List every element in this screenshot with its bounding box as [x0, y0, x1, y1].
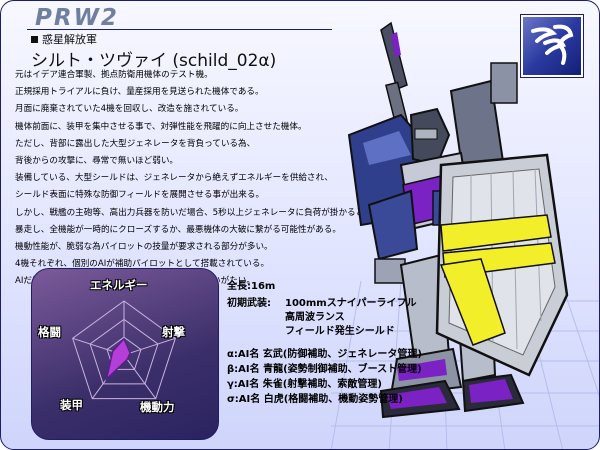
- stat-label-mobility: 機動力: [140, 400, 175, 414]
- stat-radar-panel: エネルギー 射撃 機動力 装甲 格闘: [31, 268, 219, 440]
- stat-radar-area: [105, 337, 131, 382]
- radar-ring: [106, 336, 142, 370]
- spec-weapon: 100mmスナイパーライフル: [285, 298, 417, 309]
- description-line: シールド表面に特殊な防御フィールドを展開させる事が出来る。: [15, 190, 265, 201]
- spec-ai: γ:AI名 朱雀(射撃補助、索敵管理): [227, 379, 382, 390]
- description-line: 機動性能が、脆弱な為パイロットの技量が要求される部分が多い。: [15, 242, 273, 253]
- description-line: 4機それぞれ、個別のAIが補助パイロットとして搭載されている。: [15, 259, 270, 270]
- spec-weapon: フィールド発生シールド: [285, 326, 395, 337]
- radar-ring: [72, 300, 176, 400]
- description-line: 正規採用トライアルに負け、量産採用を見送られた機体である。: [15, 87, 264, 98]
- description-line: 機体前面に、装甲を集中させる事で、対弾性能を飛躍的に向上させた機体。: [15, 121, 307, 132]
- spec-weapon: 高周波ランス: [285, 312, 345, 323]
- radar-ring: [89, 318, 159, 385]
- square-bullet-icon: [31, 36, 38, 43]
- description-line: しかし、戦艦の主砲等、高出力兵器を防いだ場合、5秒以上ジェネレータに負荷が掛かる…: [15, 207, 373, 218]
- unit-name: シルト・ツヴァイ (schild_02α): [31, 51, 277, 71]
- spec-ai: β:AI名 青龍(姿勢制御補助、ブースト管理): [227, 364, 422, 375]
- spec-ai: α:AI名 玄武(防御補助、ジェネレータ管理): [227, 349, 422, 360]
- spec-weapons-label: 初期武装:: [227, 298, 271, 309]
- page-title: PRW2: [35, 5, 119, 31]
- description-line: 元はイデア連合軍製、拠点防衛用機体のテスト機。: [15, 70, 213, 80]
- description: 元はイデア連合軍製、拠点防衛用機体のテスト機。 正規採用トライアルに負け、量産採…: [15, 67, 373, 291]
- emblem-icon: [520, 14, 584, 78]
- mech-illustration: [347, 21, 569, 419]
- description-line: 月面に廃棄されていた4機を回収し、改造を施されている。: [15, 104, 244, 115]
- stat-label-energy: エネルギー: [90, 278, 148, 292]
- description-line: 暴走し、全機能が一時的にクローズするか、最悪機体の大破に繋がる可能性がある。: [15, 224, 341, 235]
- stat-radar-chart: [72, 300, 176, 400]
- radar-spoke: [123, 354, 157, 399]
- faction-label: 惑星解放軍: [31, 31, 97, 47]
- stat-label-shooting: 射撃: [162, 325, 185, 339]
- description-line: 背後からの攻撃に、尋常で無いほど弱い。: [15, 156, 179, 167]
- spec-height: 全長:16m: [227, 281, 276, 292]
- spec-ai: σ:AI名 白虎(格闘補助、機動姿勢管理): [227, 394, 403, 405]
- stat-label-armor: 装甲: [60, 398, 83, 412]
- stat-label-melee: 格闘: [38, 325, 61, 339]
- header-divider: [27, 29, 332, 30]
- radar-spoke: [123, 337, 176, 356]
- faction-text: 惑星解放軍: [42, 33, 97, 46]
- description-line: ただし、背部に露出した大型ジェネレータを背負っている為、: [15, 138, 256, 149]
- description-line: 装備している、大型シールドは、ジェネレータから絶えずエネルギーを供給され、: [15, 173, 333, 184]
